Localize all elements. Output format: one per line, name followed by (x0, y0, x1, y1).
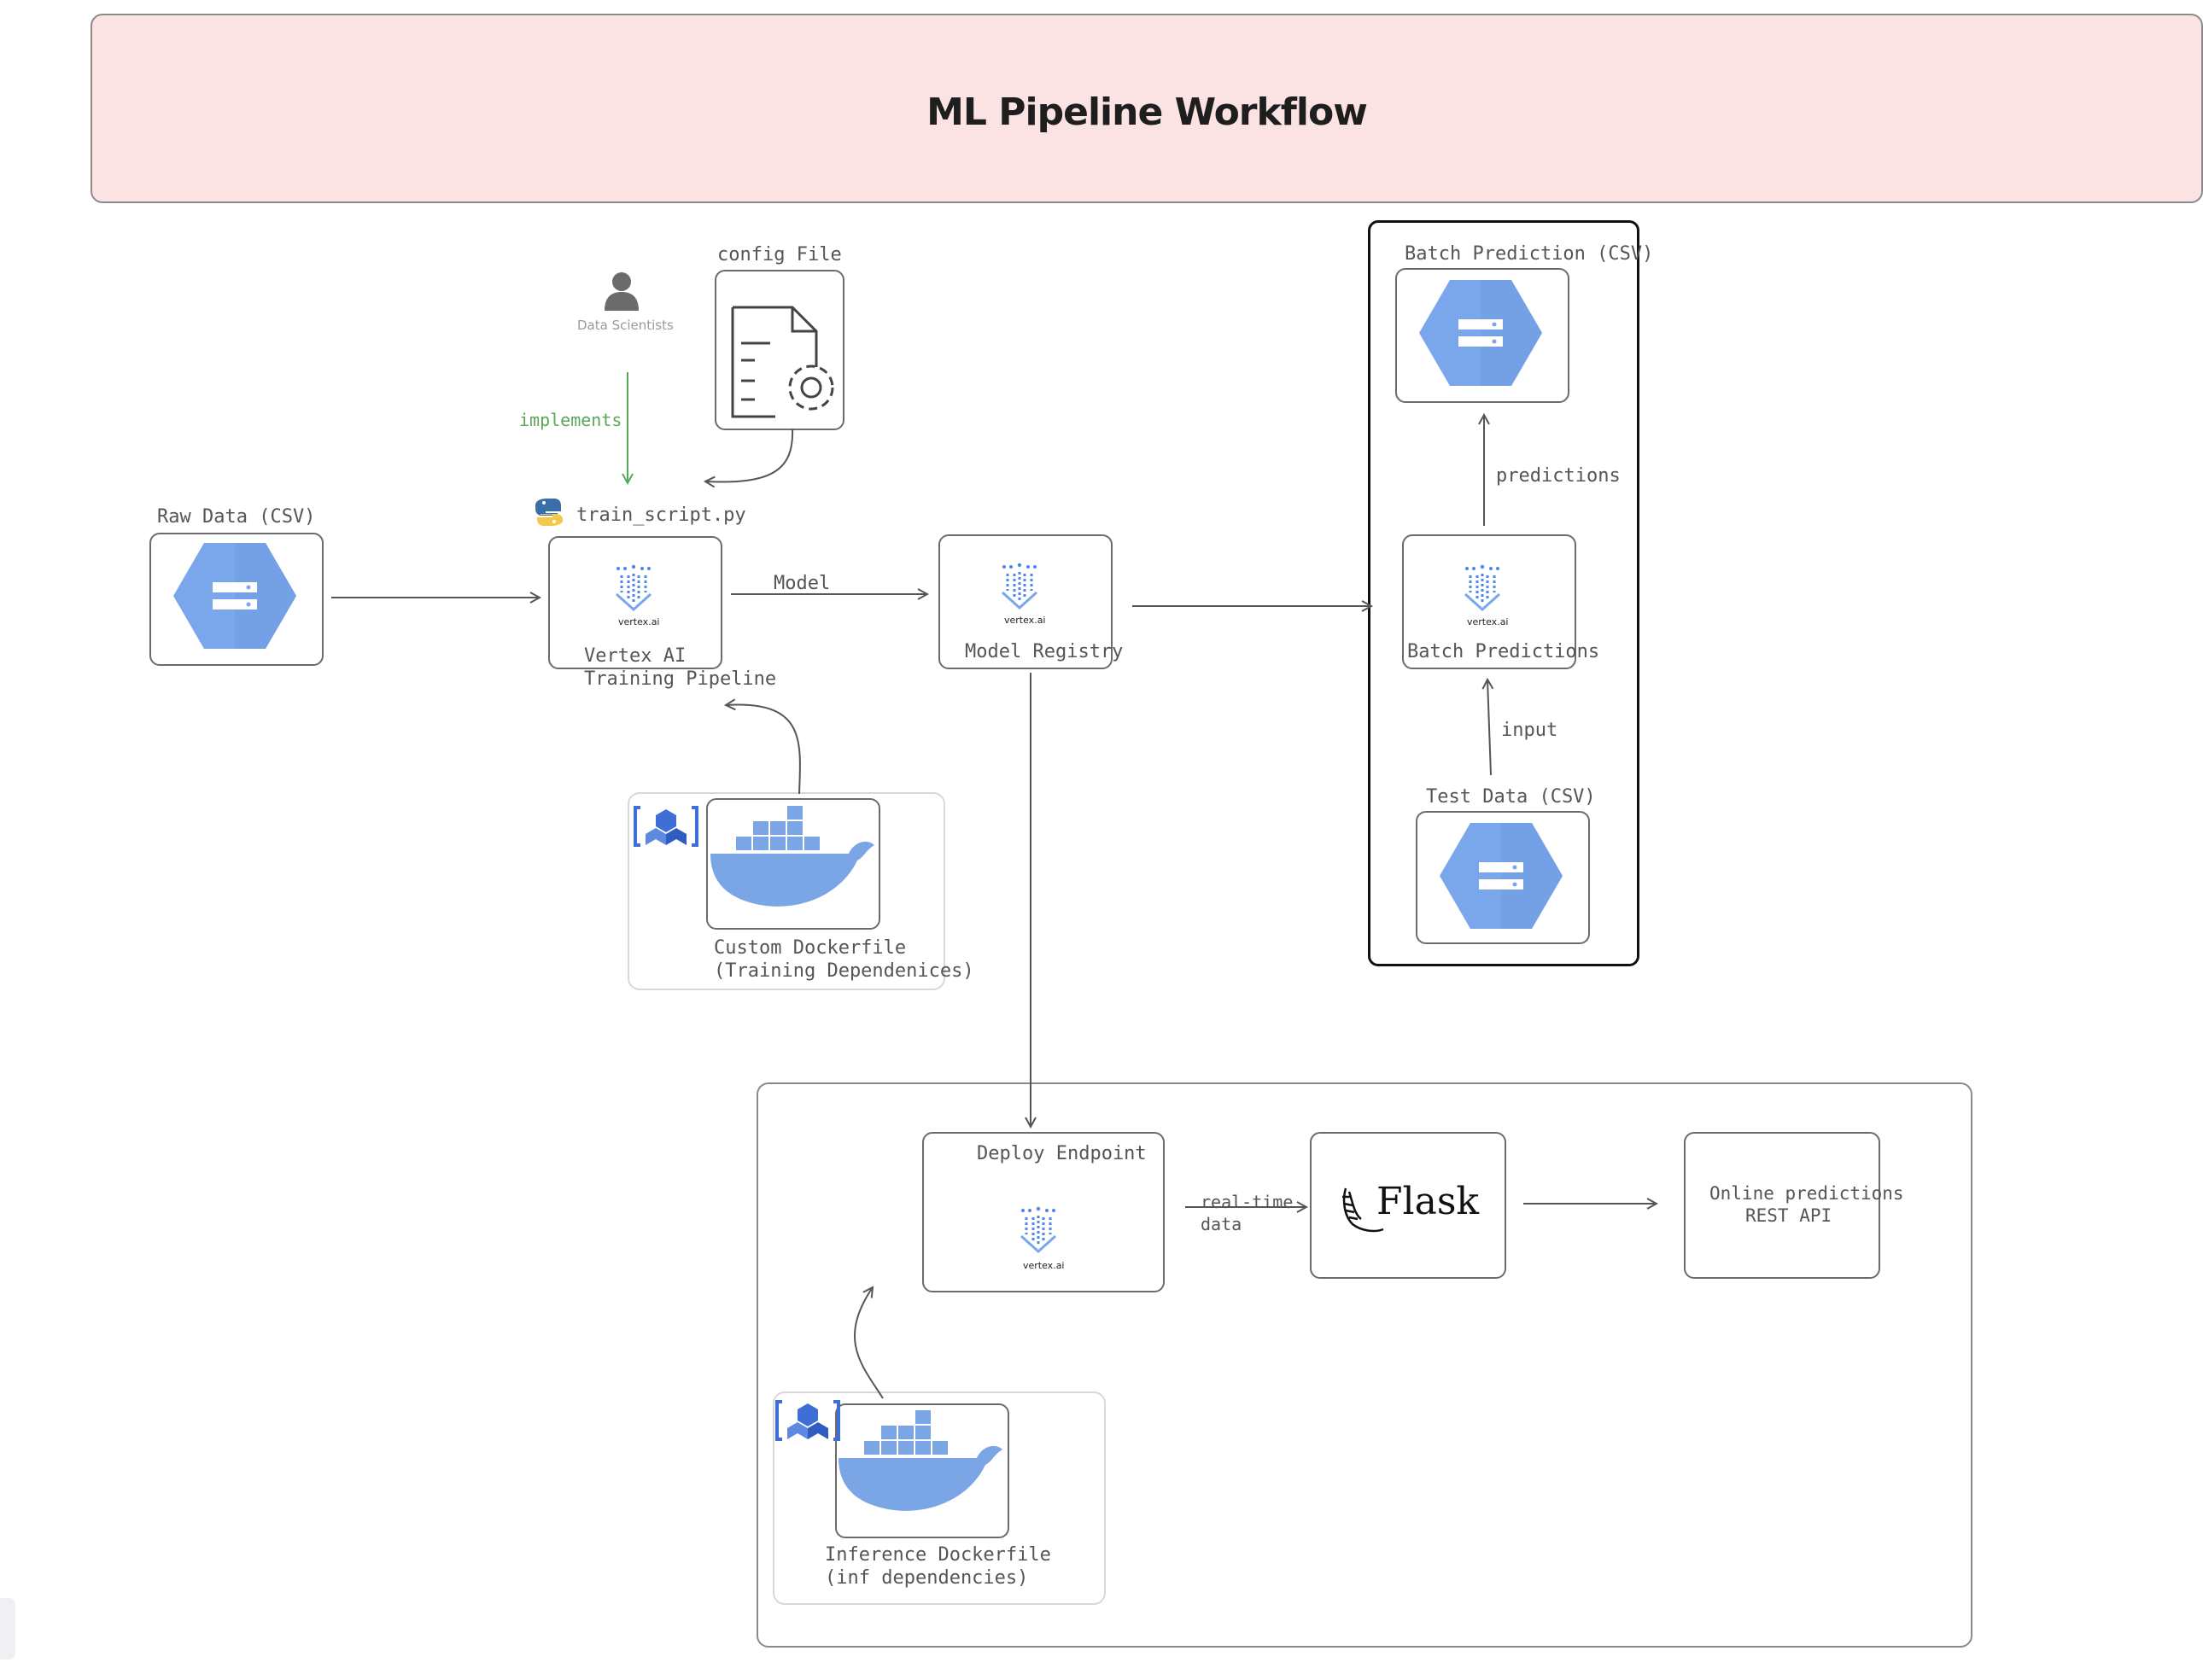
vertex-ai-icon-endpoint (1020, 1205, 1057, 1253)
realtime-label-2: data (1201, 1214, 1242, 1234)
edge-inference-to-endpoint (854, 1287, 884, 1399)
cloud-storage-icon-batch-output (1419, 280, 1542, 386)
custom-dockerfile-label-1: Custom Dockerfile (714, 937, 907, 959)
title-banner: ML Pipeline Workflow (91, 14, 2203, 203)
edge-dockerfile-to-training (726, 705, 801, 795)
training-deps-group (628, 792, 945, 990)
page-title: ML Pipeline Workflow (926, 90, 1368, 134)
batch-prediction-group (1368, 220, 1639, 966)
realtime-label-1: real-time (1201, 1192, 1294, 1212)
docker-icon-inference (839, 1410, 1002, 1511)
test-data-label: Test Data (CSV) (1426, 786, 1596, 808)
vertex-caption-training: vertex.ai (618, 616, 660, 627)
inference-dockerfile-label-1: Inference Dockerfile (825, 1544, 1051, 1566)
python-icon (535, 499, 563, 526)
vertex-caption-registry: vertex.ai (1004, 615, 1046, 626)
deploy-endpoint-node[interactable] (922, 1132, 1165, 1292)
batch-predictions-label: Batch Predictions (1407, 641, 1600, 662)
flask-icon (1342, 1187, 1384, 1233)
online-predictions-label-1: Online predictions (1709, 1183, 1904, 1204)
online-predictions-label-2: REST API (1745, 1205, 1832, 1226)
cloud-storage-icon-raw (173, 543, 296, 649)
input-edge-label: input (1501, 720, 1558, 741)
flask-node[interactable] (1310, 1132, 1506, 1279)
training-pipeline-label-1: Vertex AI (584, 645, 687, 667)
artifact-registry-icon-inference (775, 1400, 840, 1441)
vertex-caption-batch: vertex.ai (1467, 616, 1509, 627)
docker-icon-training (710, 806, 874, 907)
inference-deps-group (773, 1391, 1106, 1605)
data-scientists-label: Data Scientists (577, 318, 674, 333)
training-pipeline-label-2: Training Pipeline (584, 668, 777, 690)
deploy-endpoint-label: Deploy Endpoint (977, 1143, 1147, 1164)
model-edge-label: Model (774, 573, 831, 594)
batch-prediction-csv-label: Batch Prediction (CSV) (1405, 243, 1654, 265)
cloud-storage-icon-test-data (1440, 823, 1563, 929)
online-predictions-node[interactable] (1684, 1132, 1880, 1279)
config-document-icon (731, 306, 834, 418)
inference-dockerfile-label-2: (inf dependencies) (825, 1567, 1029, 1589)
artifact-registry-icon-training (634, 806, 698, 847)
config-file-node[interactable] (715, 270, 844, 430)
model-registry-label: Model Registry (965, 641, 1124, 662)
vertex-ai-icon-batch (1464, 563, 1501, 611)
vertex-caption-endpoint: vertex.ai (1023, 1260, 1065, 1271)
custom-dockerfile-label-2: (Training Dependenices) (714, 960, 974, 982)
vertex-ai-icon-training (615, 563, 652, 611)
implements-label: implements (519, 410, 622, 430)
config-file-label: config File (717, 244, 842, 265)
person-icon (605, 272, 639, 311)
predictions-edge-label: predictions (1496, 465, 1621, 487)
edge-config-to-script (705, 428, 794, 482)
edge-input (1487, 680, 1491, 776)
train-script-label: train_script.py (576, 505, 746, 526)
training-pipeline-node[interactable] (548, 536, 722, 669)
flask-label: Flask (1376, 1180, 1480, 1223)
scroll-nub[interactable] (0, 1598, 15, 1660)
vertex-ai-icon-registry (1001, 562, 1038, 610)
raw-data-label: Raw Data (CSV) (157, 506, 316, 528)
online-serving-group (757, 1082, 1972, 1648)
